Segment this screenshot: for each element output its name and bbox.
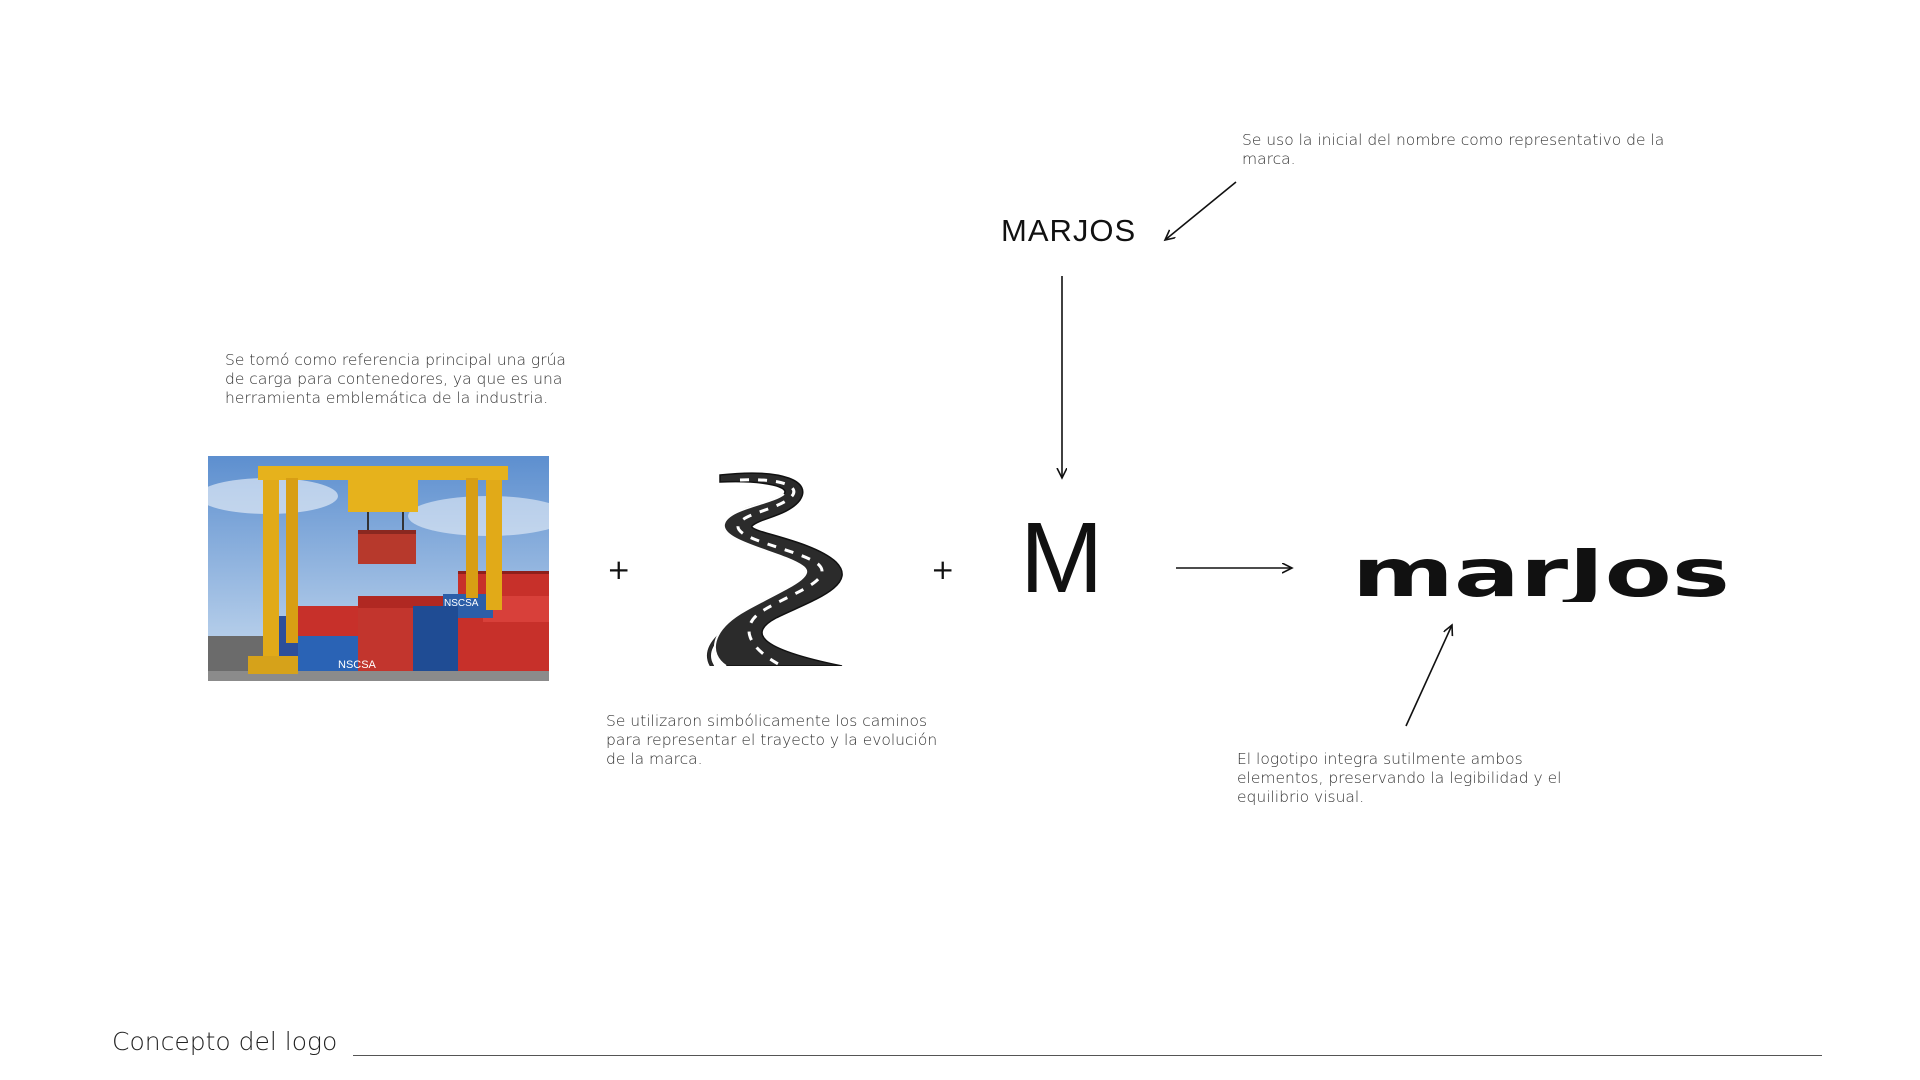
footer-title: Concepto del logo: [112, 1027, 337, 1056]
logo-text: marJos: [1352, 548, 1730, 602]
initial-letter: M: [1020, 508, 1103, 608]
plus-sign: +: [931, 556, 954, 584]
note-logo-line: elementos, preservando la legibilidad y …: [1237, 769, 1561, 788]
note-logo: El logotipo integra sutilmente ambos ele…: [1237, 750, 1561, 807]
note-roads: Se utilizaron simbólicamente los caminos…: [606, 712, 937, 769]
plus-sign: +: [607, 556, 630, 584]
arrow-icon: [1165, 182, 1236, 240]
winding-road-icon: [690, 470, 870, 666]
container-label: NSCSA: [338, 659, 377, 671]
note-logo-line: El logotipo integra sutilmente ambos: [1237, 750, 1561, 769]
note-roads-line: para representar el trayecto y la evoluc…: [606, 731, 937, 750]
marjos-logo: marJos: [1352, 548, 1730, 602]
arrow-icon: [1406, 625, 1452, 726]
note-logo-line: equilibrio visual.: [1237, 788, 1561, 807]
container-label: NSCSA: [444, 598, 479, 609]
note-roads-line: Se utilizaron simbólicamente los caminos: [606, 712, 937, 731]
note-roads-line: de la marca.: [606, 750, 937, 769]
footer-divider: [353, 1055, 1822, 1056]
crane-photo: NSCSA NSCSA: [208, 456, 549, 681]
